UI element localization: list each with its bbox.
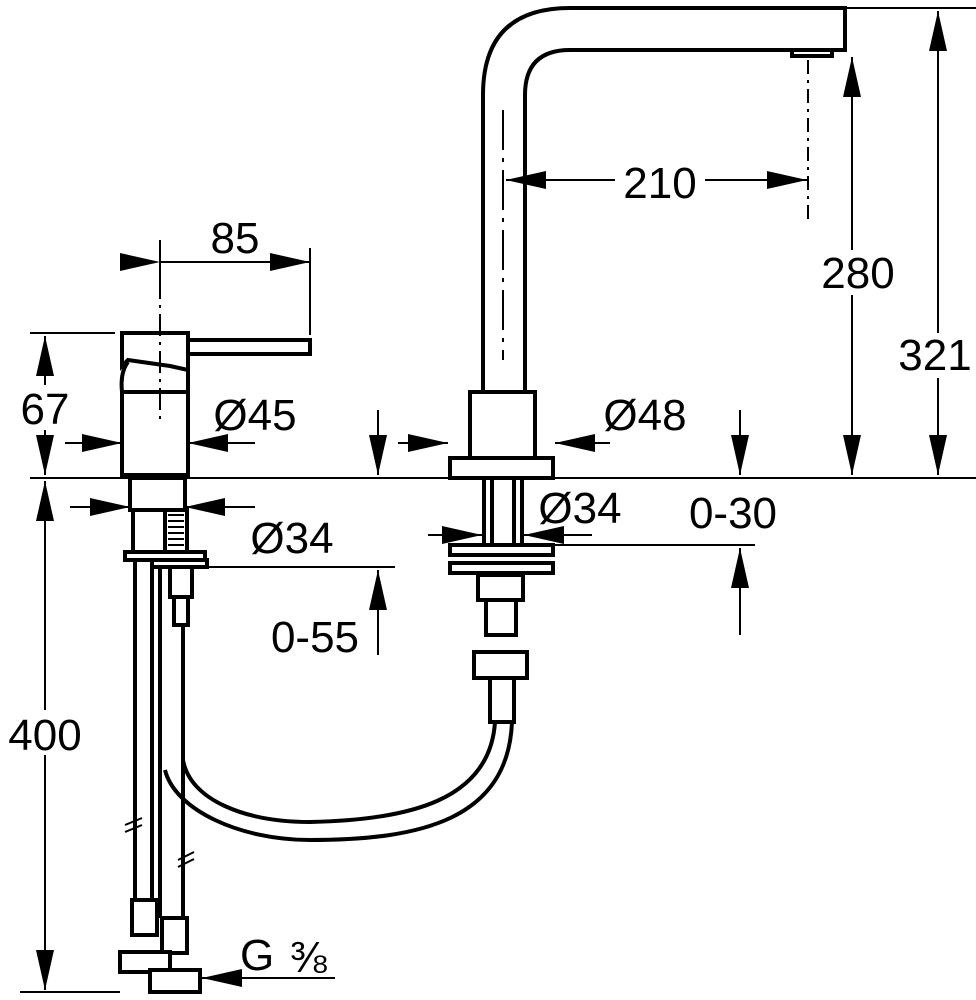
spout [448,6,847,724]
mixer-lever [186,338,312,356]
spout-hose [163,721,514,843]
dim-85-label: 85 [211,214,260,263]
dim-diameter-45-label: Ø45 [213,391,296,440]
dim-diameter-34-mixer-label: Ø34 [250,514,333,563]
supply-hoses [118,560,202,994]
dim-400-label: 400 [8,711,81,760]
dim-67-label: 67 [21,385,70,434]
dim-0-30-label: 0-30 [689,489,777,538]
dim-280-label: 280 [821,249,894,298]
dim-210-label: 210 [623,159,696,208]
dim-diameter-48-label: Ø48 [603,391,686,440]
dim-0-55-label: 0-55 [271,613,359,662]
thread-label: G [240,931,274,980]
dim-diameter-34-spout-label: Ø34 [538,484,621,533]
thread-size-label: ⅜ [290,933,327,982]
mixer-body [119,240,312,627]
dim-321-label: 321 [898,331,971,380]
